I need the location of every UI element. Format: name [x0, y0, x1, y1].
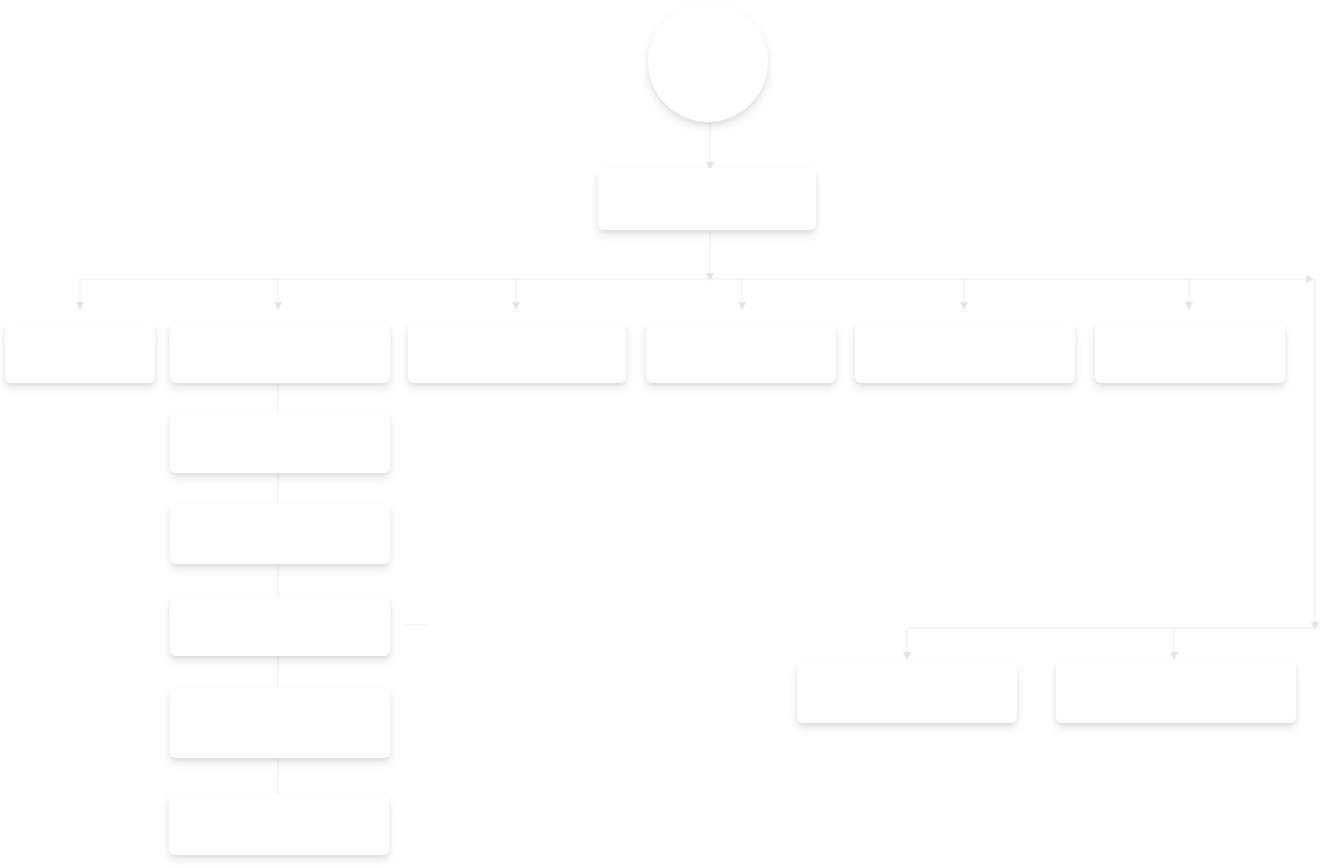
branch-2-sub-node-4[interactable]: [170, 687, 390, 758]
sub-branch-node-1[interactable]: [797, 662, 1017, 723]
branch-node-2[interactable]: [170, 322, 390, 383]
branch-node-1[interactable]: [5, 322, 155, 383]
branch-2-sub-node-2[interactable]: [170, 503, 390, 564]
start-node[interactable]: [648, 2, 768, 122]
branch-2-sub-node-1[interactable]: [170, 412, 390, 473]
branch-node-4[interactable]: [646, 322, 836, 383]
process-step-node[interactable]: [598, 168, 816, 230]
branch-node-6[interactable]: [1095, 322, 1285, 383]
branch-2-sub-node-3[interactable]: [170, 595, 390, 656]
branch-node-5[interactable]: [855, 322, 1075, 383]
branch-2-sub-node-5[interactable]: [169, 794, 389, 855]
branch-node-3[interactable]: [408, 322, 626, 383]
sub-branch-node-2[interactable]: [1056, 662, 1296, 723]
